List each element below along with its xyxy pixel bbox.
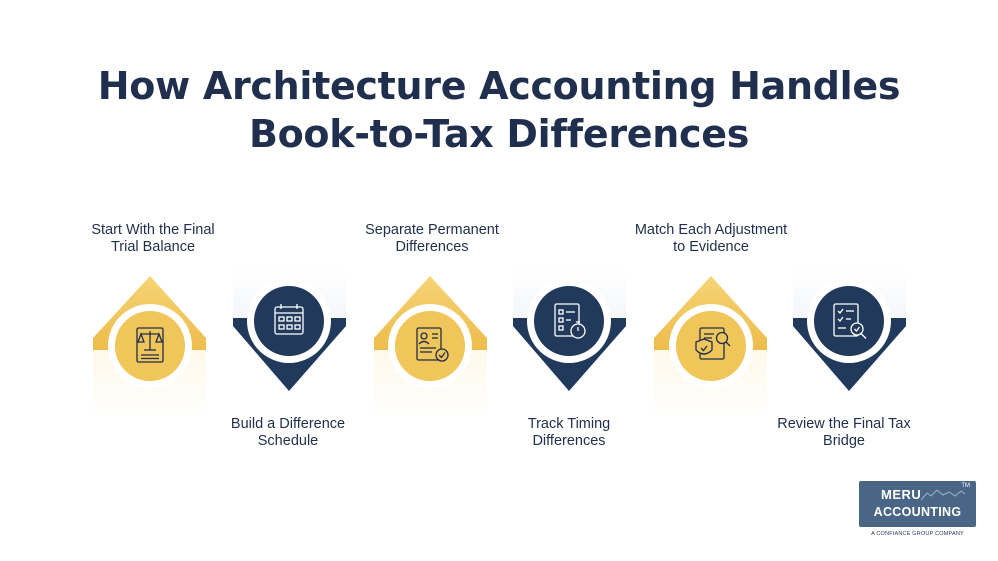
step-5-label-line-1: Match Each Adjustment — [634, 222, 788, 238]
step-4-label: Track Timing Differences — [469, 416, 669, 449]
title-line-1: How Architecture Accounting Handles — [97, 64, 901, 108]
page-title: How Architecture Accounting Handles Book… — [0, 62, 998, 158]
step-2-label-line-2: Schedule — [257, 432, 319, 449]
step-3-label: Separate Permanent Differences — [332, 222, 532, 255]
step-6-label-line-2: Bridge — [823, 432, 865, 449]
meru-accounting-logo: MERU TM ACCOUNTING — [859, 481, 976, 527]
step-4-shape — [513, 268, 626, 391]
step-5-label: Match Each Adjustment to Evidence — [611, 222, 811, 255]
step-1-label: Start With the Final Trial Balance — [53, 222, 253, 255]
step-5-label-line-2: to Evidence — [673, 238, 749, 255]
logo-tagline: A CONFIANCE GROUP COMPANY — [871, 531, 964, 537]
step-2-label-line-1: Build a Difference — [230, 416, 346, 432]
calendar-icon — [274, 304, 304, 335]
step-4-label-line-1: Track Timing — [527, 416, 611, 432]
step-3-shape — [374, 276, 487, 420]
step-2-label: Build a Difference Schedule — [188, 416, 388, 449]
step-1-label-line-2: Trial Balance — [110, 238, 196, 255]
step-1-label-line-1: Start With the Final — [91, 222, 215, 238]
step-3-label-line-2: Differences — [395, 238, 469, 255]
step-6-shape — [793, 268, 906, 391]
checklist-stopwatch-icon — [554, 303, 586, 339]
profile-document-check-icon — [416, 327, 449, 362]
checklist-magnifier-icon — [833, 303, 867, 339]
logo-skyline-icon — [921, 489, 965, 501]
step-6-label: Review the Final Tax Bridge — [744, 416, 944, 449]
step-4-label-line-2: Differences — [532, 432, 606, 449]
scales-document-icon — [136, 327, 164, 363]
shield-document-magnifier-icon — [695, 327, 731, 360]
title-line-2: Book-to-Tax Differences — [248, 112, 750, 156]
logo-line-2: ACCOUNTING — [873, 505, 962, 519]
step-6-label-line-1: Review the Final Tax — [777, 416, 911, 432]
logo-trademark: TM — [961, 483, 970, 489]
logo-line-1: MERU — [881, 487, 922, 502]
step-3-label-line-1: Separate Permanent — [365, 222, 499, 238]
